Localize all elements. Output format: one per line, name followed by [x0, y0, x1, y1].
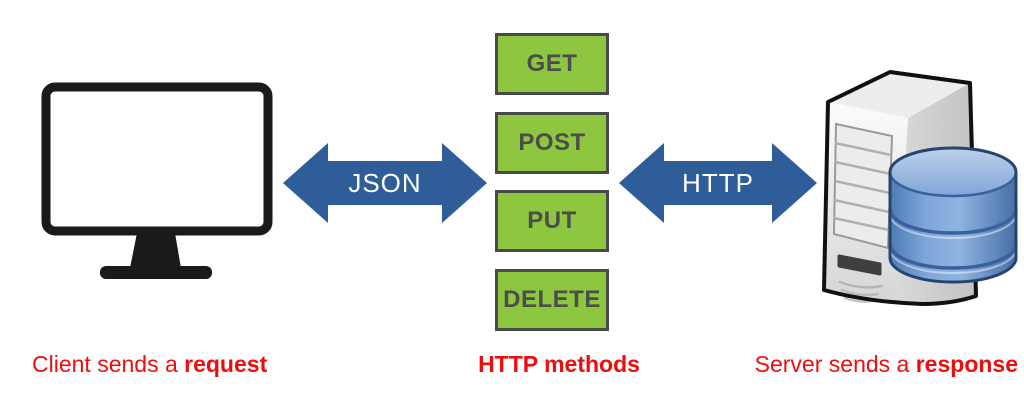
- caption-client: Client sends a request: [32, 349, 267, 379]
- method-box-post: POST: [495, 112, 609, 174]
- server-database-icon: [822, 70, 1018, 306]
- method-box-get: GET: [495, 33, 609, 95]
- http-arrow: [619, 143, 817, 223]
- monitor-icon: [41, 82, 273, 279]
- caption-client-bold: request: [184, 351, 268, 377]
- caption-http-methods: HTTP methods: [478, 351, 640, 377]
- json-arrow: [283, 143, 487, 223]
- json-arrow-label: JSON: [348, 167, 422, 198]
- caption-server: Server sends a response: [755, 349, 1018, 379]
- caption-client-prefix: Client sends a: [32, 351, 185, 377]
- method-box-put: PUT: [495, 190, 609, 252]
- caption-server-prefix: Server sends a: [754, 351, 916, 377]
- caption-server-bold: response: [915, 351, 1018, 377]
- method-box-delete: DELETE: [495, 269, 609, 331]
- http-arrow-label: HTTP: [682, 167, 754, 198]
